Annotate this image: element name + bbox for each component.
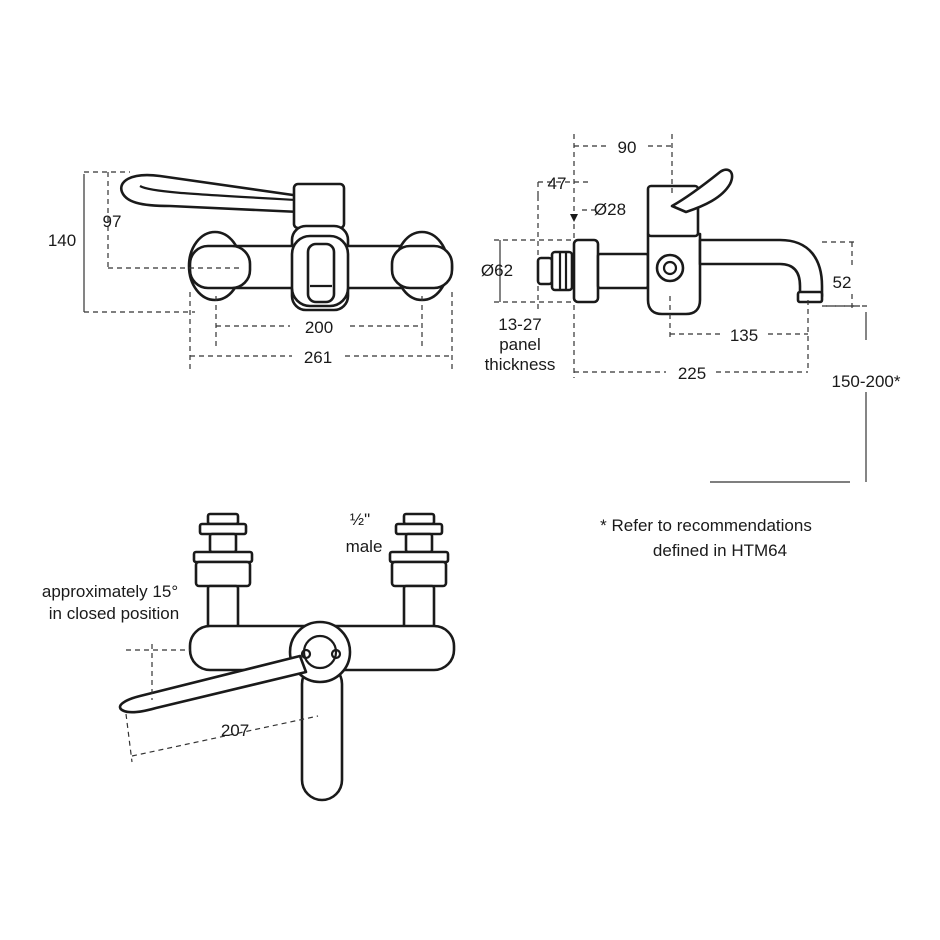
dim-47-label: 47 xyxy=(548,174,567,193)
underside-lever xyxy=(118,654,308,714)
thread-type-label: male xyxy=(346,537,383,556)
dim-diameter-62-label: Ø62 xyxy=(481,261,513,280)
front-spout xyxy=(306,242,336,304)
front-lever-hub xyxy=(292,182,346,230)
htm64-note: * Refer to recommendations defined in HT… xyxy=(600,516,812,560)
panel-thickness-line2: panel xyxy=(499,335,541,354)
dim-135-label: 135 xyxy=(730,326,758,345)
side-nut-outer xyxy=(536,256,554,286)
angle-label-line1: approximately 15° xyxy=(42,582,178,601)
side-nut-inner xyxy=(550,250,574,292)
panel-thickness-line1: 13-27 xyxy=(498,315,541,334)
dim-207-label: 207 xyxy=(221,721,249,740)
right-inlet-pipe xyxy=(402,584,436,632)
front-lever-handle xyxy=(119,173,302,214)
side-outlet-port xyxy=(655,253,685,283)
side-spout-tip xyxy=(796,290,824,304)
side-flange xyxy=(572,238,600,304)
dim-225-label: 225 xyxy=(678,364,706,383)
panel-thickness-line3: thickness xyxy=(485,355,556,374)
side-lever xyxy=(670,168,734,214)
dim-140-label: 140 xyxy=(48,231,76,250)
dim-150-200-label: 150-200* xyxy=(831,372,900,391)
dim-diameter-28-label: Ø28 xyxy=(594,200,626,219)
side-view: 90 47 Ø28 Ø62 13-27 panel thickness 135 … xyxy=(481,134,901,483)
side-body-connector xyxy=(596,252,650,290)
underside-spout xyxy=(300,662,344,802)
angle-label-line2: in closed position xyxy=(49,604,179,623)
left-inlet-flange xyxy=(194,560,252,588)
right-inlet-flange xyxy=(390,560,448,588)
note-line-2: defined in HTM64 xyxy=(653,541,787,560)
front-view: 140 97 200 261 xyxy=(48,171,454,370)
underside-view: ½" male approximately 15° in closed posi… xyxy=(42,510,456,802)
dim-97-label: 97 xyxy=(103,212,122,231)
left-inlet-nut-top xyxy=(206,512,240,526)
dim-200-label: 200 xyxy=(305,318,333,337)
thread-size-label: ½" xyxy=(350,510,370,529)
note-line-1: * Refer to recommendations xyxy=(600,516,812,535)
dim-52-label: 52 xyxy=(833,273,852,292)
right-inlet-nut-top xyxy=(402,512,436,526)
dim-90-label: 90 xyxy=(618,138,637,157)
left-inlet-pipe xyxy=(206,584,240,632)
side-spout xyxy=(698,238,824,298)
dim-261-label: 261 xyxy=(304,348,332,367)
